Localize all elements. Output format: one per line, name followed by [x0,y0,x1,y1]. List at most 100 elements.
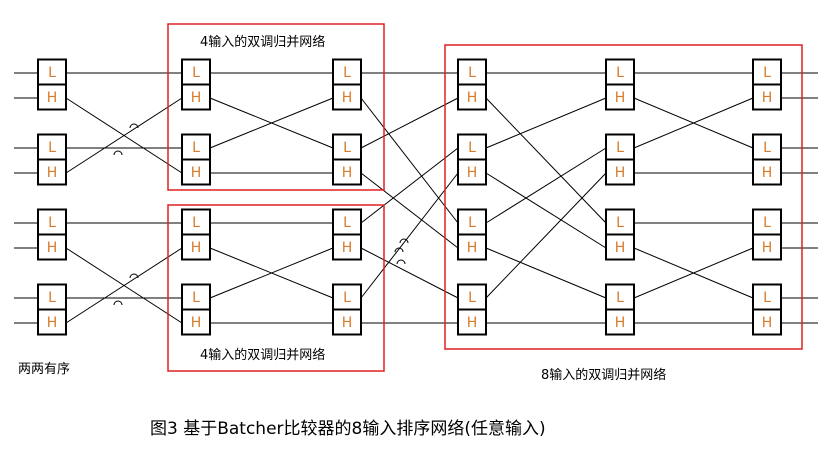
group-bottom-frame [167,204,385,372]
cross-wire [65,247,183,324]
crossing-hop [129,273,139,279]
group-right-frame [444,44,803,350]
comparator-high-label: H [47,90,58,106]
comparator-low-label: L [192,215,200,231]
comparator-low-label: L [763,65,771,81]
comparator-high-label: H [47,165,58,181]
comparator-high-label: H [615,90,626,106]
comparator-high-label: H [615,240,626,256]
comparator-low-label: L [192,140,200,156]
cross-wire [360,147,459,224]
comparator-high-label: H [467,165,478,181]
comparator-box: LH [37,133,67,186]
comparator-high-label: H [342,315,353,331]
cross-wire [633,97,754,149]
cross-wire [65,97,183,174]
comparator-box: LH [332,208,362,261]
group-top-label: 4输入的双调归并网络 [200,34,325,50]
crossing-hop [396,259,406,265]
comparator-box: LH [605,283,635,336]
comparator-low-label: L [343,215,351,231]
comparator-box: LH [37,58,67,111]
comparator-high-label: H [762,90,773,106]
comparator-box: LH [457,133,487,186]
comparator-high-label: H [47,315,58,331]
comparator-high-label: H [191,90,202,106]
comparator-high-label: H [467,90,478,106]
comparator-box: LH [181,283,211,336]
cross-wire [209,97,334,149]
crossing-hop [399,238,409,244]
comparator-box: LH [457,208,487,261]
comparator-low-label: L [616,65,624,81]
pairwise-label: 两两有序 [18,362,70,377]
comparator-high-label: H [342,165,353,181]
cross-wire [485,147,607,224]
crossing-hop [113,150,123,156]
comparator-high-label: H [762,315,773,331]
comparator-low-label: L [192,290,200,306]
comparator-low-label: L [48,65,56,81]
network-wires [14,72,818,324]
comparator-low-label: L [616,215,624,231]
comparator-low-label: L [343,290,351,306]
comparator-high-label: H [762,240,773,256]
comparator-box: LH [457,283,487,336]
comparator-box: LH [332,58,362,111]
comparator-high-label: H [191,165,202,181]
group-frames [167,23,803,372]
comparator-low-label: L [48,290,56,306]
crossing-hop [113,300,123,306]
comparator-box: LH [752,133,782,186]
comparator-high-label: H [191,240,202,256]
comparator-box: LH [332,283,362,336]
comparator-high-label: H [342,240,353,256]
comparator-box: LH [37,208,67,261]
comparator-high-label: H [342,90,353,106]
comparator-box: LH [181,133,211,186]
comparator-box: LH [332,133,362,186]
cross-wire [360,172,459,299]
group-top-frame [167,23,385,191]
comparator-box: LH [605,58,635,111]
comparator-high-label: H [467,240,478,256]
cross-wire [360,97,459,224]
cross-wire [485,172,607,249]
comparator-box: LH [181,58,211,111]
comparator-low-label: L [763,215,771,231]
comparator-low-label: L [343,140,351,156]
cross-wire [360,172,459,249]
comparator-high-label: H [47,240,58,256]
comparator-high-label: H [615,165,626,181]
comparator-low-label: L [48,215,56,231]
comparator-low-label: L [616,290,624,306]
figure-caption: 图3 基于Batcher比较器的8输入排序网络(任意输入) [150,419,546,439]
cross-wire [485,247,607,299]
comparator-low-label: L [48,140,56,156]
comparator-low-label: L [468,290,476,306]
crossing-hop [394,247,404,253]
comparator-box: LH [752,58,782,111]
comparator-low-label: L [763,290,771,306]
cross-wire [485,97,607,224]
comparator-box: LH [457,58,487,111]
comparator-low-label: L [468,65,476,81]
comparator-high-label: H [615,315,626,331]
cross-wire [209,247,334,299]
comparator-low-label: L [343,65,351,81]
comparator-box: LH [752,208,782,261]
comparator-low-label: L [763,140,771,156]
group-right-label: 8输入的双调归并网络 [541,367,666,383]
cross-wire [360,247,459,299]
comparator-low-label: L [468,215,476,231]
comparator-high-label: H [191,315,202,331]
comparator-box: LH [752,283,782,336]
comparator-box: LH [37,283,67,336]
cross-wire [360,97,459,149]
comparator-low-label: L [616,140,624,156]
comparator-box: LH [181,208,211,261]
comparator-high-label: H [762,165,773,181]
cross-wire [485,97,607,149]
crossing-hop [129,123,139,129]
